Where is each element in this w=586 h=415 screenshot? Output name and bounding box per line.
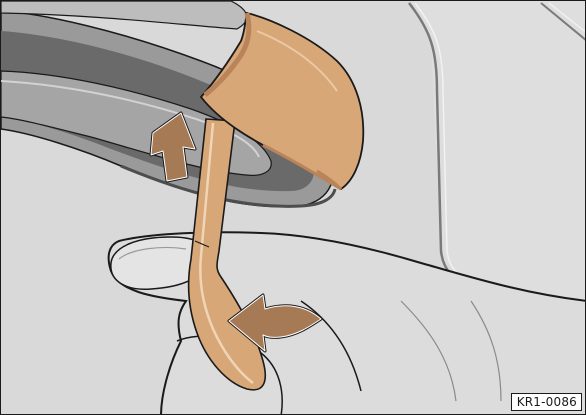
figure-code-label: KR1-0086 [511, 393, 582, 411]
